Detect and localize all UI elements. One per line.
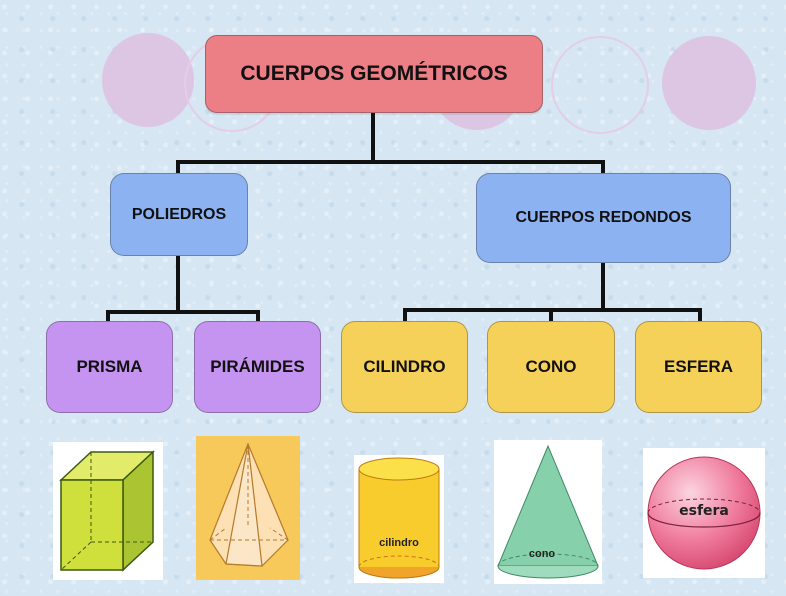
cone-image: cono [494,440,602,584]
node-cuerpos-redondos: CUERPOS REDONDOS [476,173,731,263]
node-cilindro: CILINDRO [341,321,468,413]
node-esfera: ESFERA [635,321,762,413]
node-cuerpos-geometricos: CUERPOS GEOMÉTRICOS [205,35,543,113]
decorative-ring [551,36,649,134]
decorative-circle [102,33,194,127]
decorative-circle [662,36,756,130]
node-cono: CONO [487,321,615,413]
cone-label: cono [528,548,556,560]
cylinder-image: cilindro [354,455,444,583]
node-poliedros: POLIEDROS [110,173,248,256]
node-piramides: PIRÁMIDES [194,321,321,413]
sphere-label: esfera [679,503,729,519]
prism-image [53,442,163,580]
sphere-image: esfera [643,448,765,578]
cylinder-label: cilindro [379,537,419,549]
pyramid-image [196,436,300,580]
node-prisma: PRISMA [46,321,173,413]
